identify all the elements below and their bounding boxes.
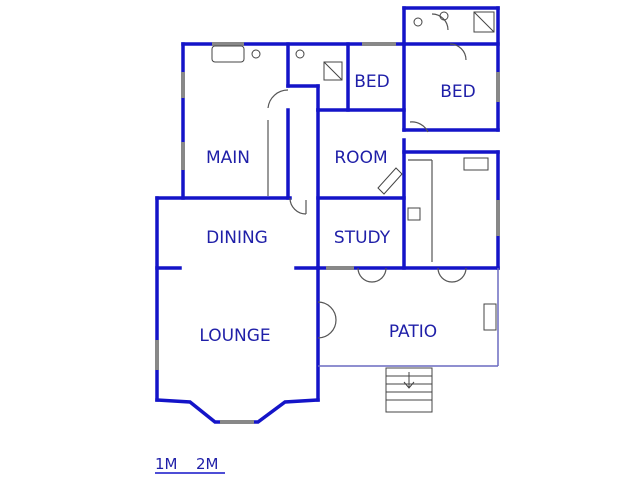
windows	[155, 42, 500, 424]
bathtub-icon	[211, 45, 245, 63]
toilet-icon-2	[413, 17, 423, 27]
sink-icon	[463, 157, 489, 171]
room-label-study: STUDY	[333, 228, 391, 248]
fireplace-icon	[483, 303, 497, 331]
room-label-room: ROOM	[334, 148, 388, 168]
basin-icon	[295, 49, 305, 59]
room-label-bed-1: BED	[354, 72, 390, 92]
shower-icon	[323, 61, 343, 81]
armchair-icon	[377, 167, 403, 195]
stove-icon	[407, 207, 421, 221]
shower-icon-2	[473, 11, 495, 33]
room-label-dining: DINING	[206, 228, 268, 248]
patio-outline	[318, 268, 499, 367]
fixtures	[211, 11, 497, 413]
room-label-bed-2: BED	[440, 82, 476, 102]
room-label-patio: PATIO	[388, 322, 438, 342]
toilet-icon	[251, 49, 261, 59]
doors	[267, 13, 467, 339]
basin-icon-2	[439, 11, 449, 21]
scale-label-2m: 2M	[196, 455, 219, 473]
room-label-main: MAIN	[205, 148, 251, 168]
room-label-lounge: LOUNGE	[199, 326, 271, 346]
scale-label-1m: 1M	[155, 455, 178, 473]
walls	[155, 6, 500, 424]
stairs-icon	[385, 367, 433, 413]
